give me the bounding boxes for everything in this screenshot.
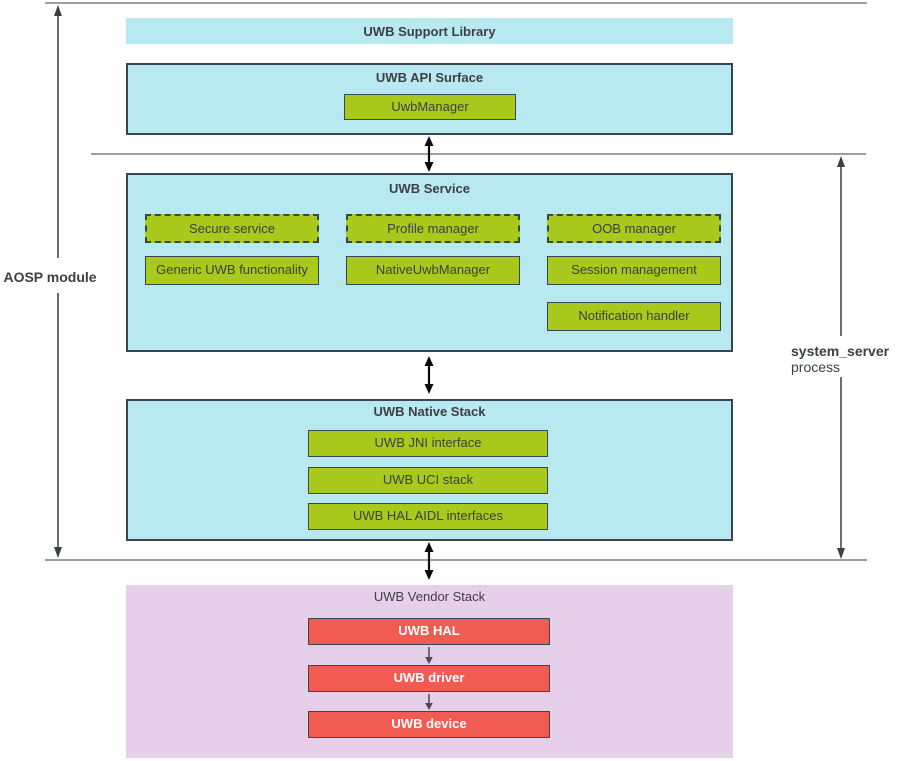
system-server-scope-arrow-upper	[835, 156, 847, 341]
uwb-service-title: UWB Service	[389, 181, 470, 196]
profile-manager-box: Profile manager	[346, 214, 520, 243]
uwb-native-stack-title: UWB Native Stack	[373, 404, 486, 419]
uwb-device-box: UWB device	[308, 711, 550, 738]
native-vendor-arrow	[422, 542, 436, 585]
service-native-arrow	[422, 356, 436, 399]
system-server-scope-arrow-lower	[835, 377, 847, 564]
uwb-hal-aidl-interfaces-box: UWB HAL AIDL interfaces	[308, 503, 548, 530]
top-boundary-line	[45, 2, 867, 4]
native-uwb-manager-box: NativeUwbManager	[346, 256, 520, 285]
aosp-module-label: AOSP module	[3, 269, 97, 285]
api-service-arrow	[422, 136, 436, 177]
aosp-scope-arrow-upper	[52, 5, 64, 263]
uwb-hal-box: UWB HAL	[308, 618, 550, 645]
generic-uwb-functionality-box: Generic UWB functionality	[145, 256, 319, 285]
uwb-uci-stack-box: UWB UCI stack	[308, 467, 548, 494]
vendor-boundary-line	[45, 559, 867, 561]
uwbmanager-box: UwbManager	[344, 94, 516, 120]
uwb-driver-box: UWB driver	[308, 665, 550, 692]
oob-manager-box: OOB manager	[547, 214, 721, 243]
hal-driver-arrow	[424, 647, 434, 669]
system-server-label: system_server	[791, 343, 890, 359]
secure-service-box: Secure service	[145, 214, 319, 243]
uwb-support-library-title: UWB Support Library	[363, 24, 496, 39]
uwb-jni-interface-box: UWB JNI interface	[308, 430, 548, 457]
system-server-top-boundary-line	[91, 153, 866, 155]
system-server-process-label: system_server process	[791, 343, 889, 375]
driver-device-arrow	[424, 694, 434, 715]
process-label: process	[791, 359, 841, 375]
uwb-api-surface-title: UWB API Surface	[375, 70, 484, 85]
aosp-scope-arrow-lower	[52, 293, 64, 563]
notification-handler-box: Notification handler	[547, 302, 721, 331]
uwb-vendor-stack-title: UWB Vendor Stack	[373, 589, 486, 604]
uwb-support-library-box	[126, 18, 733, 44]
session-management-box: Session management	[547, 256, 721, 285]
